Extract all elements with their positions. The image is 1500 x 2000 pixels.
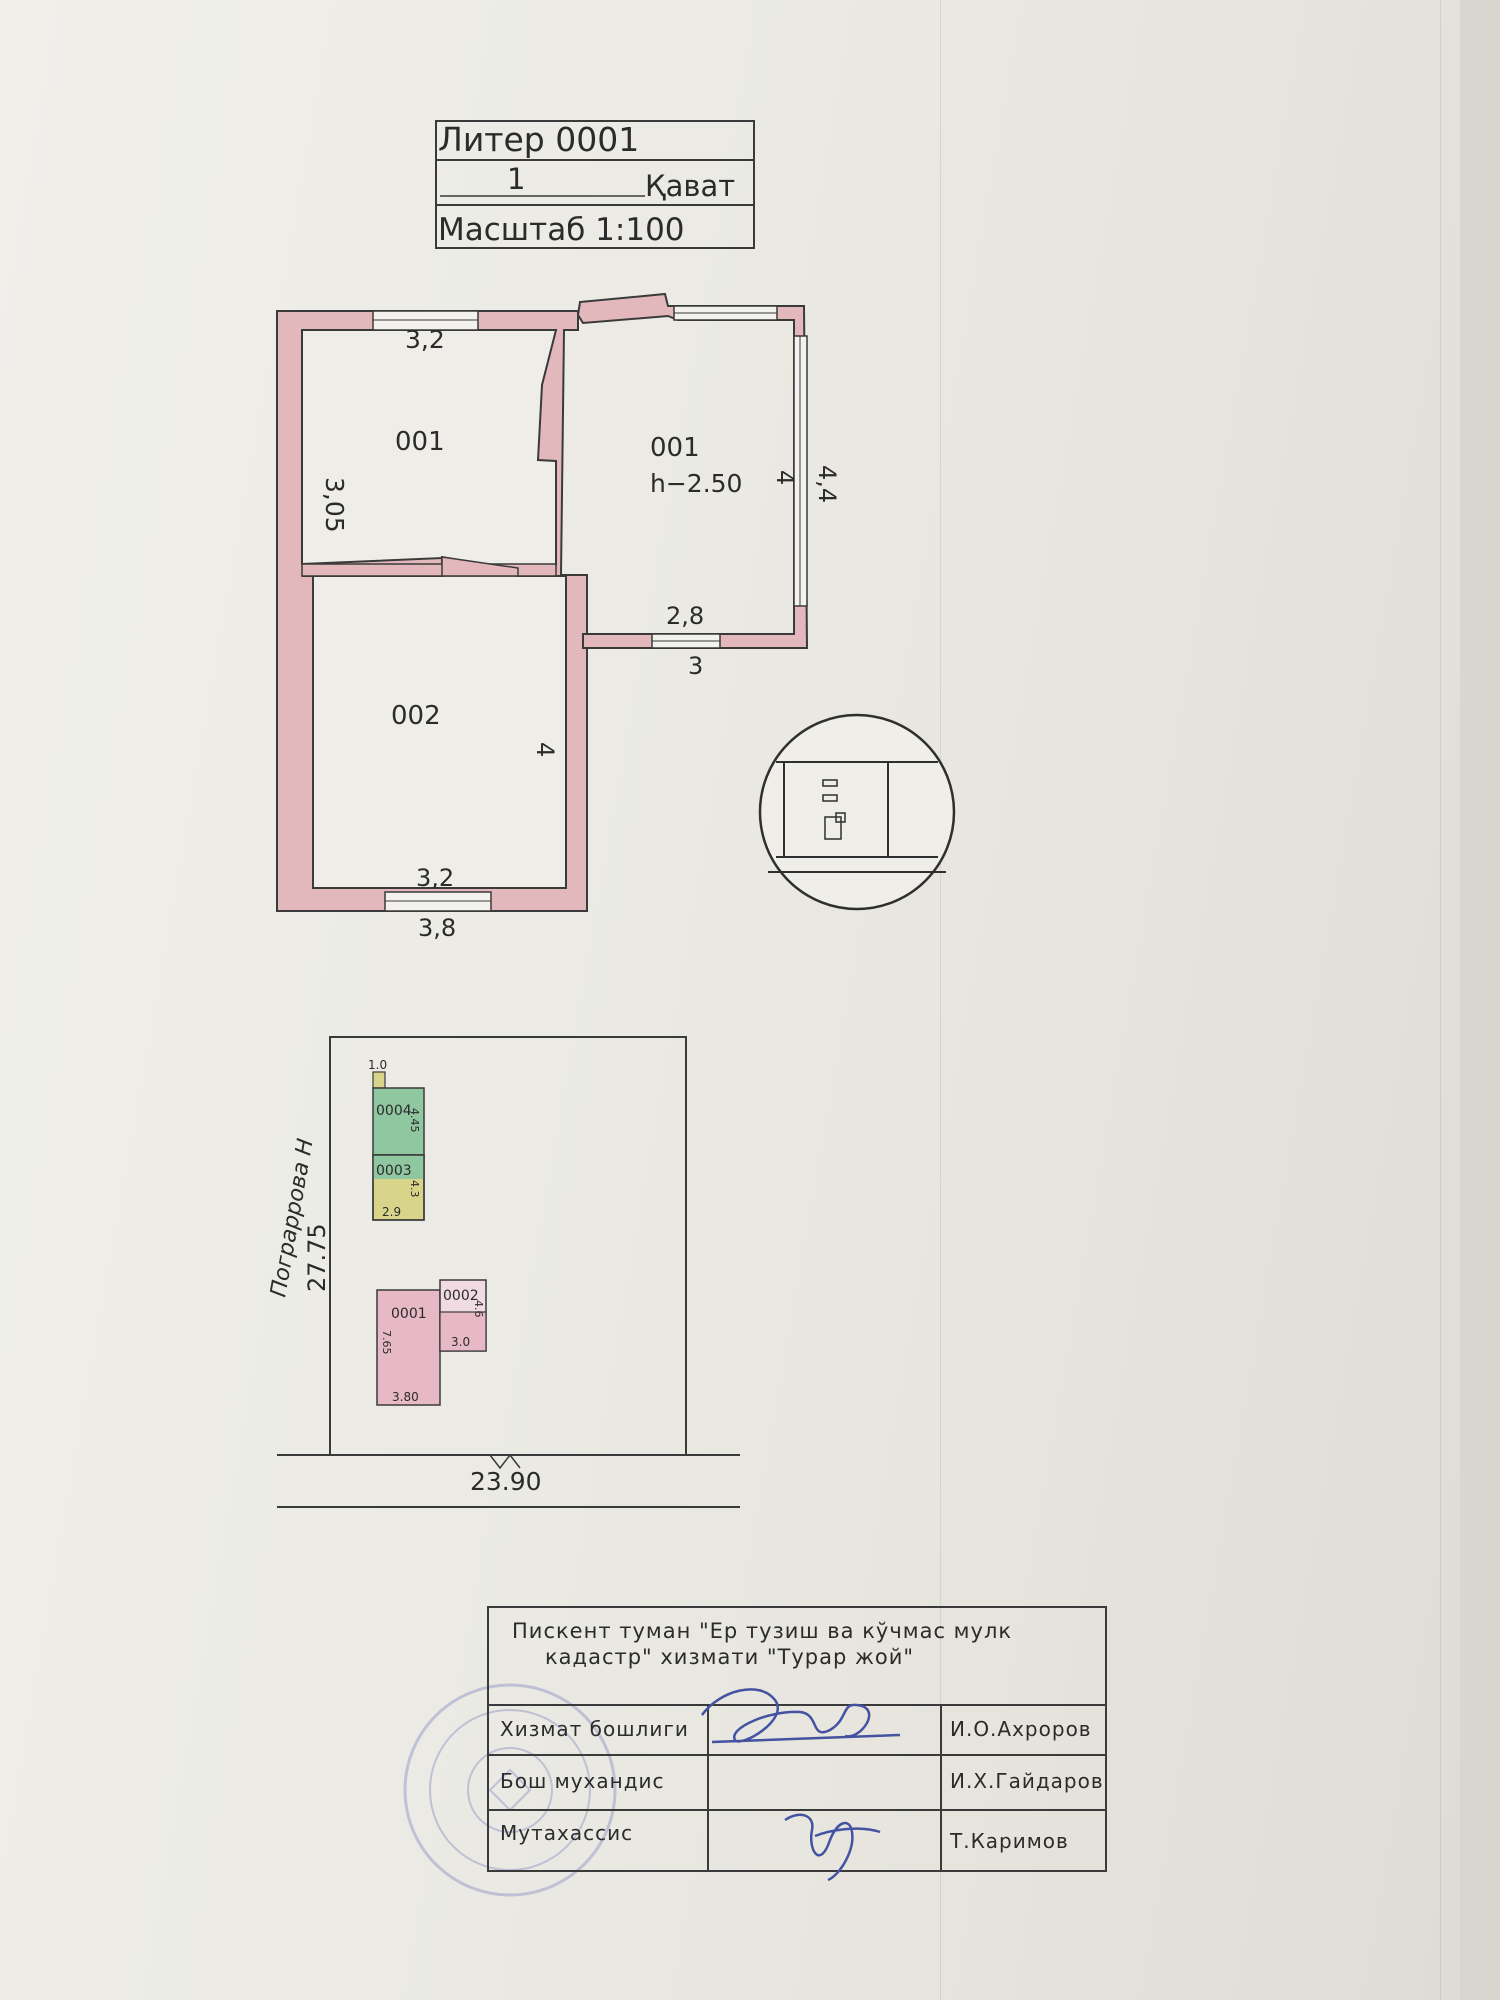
position-specialist: Мутахассис [500, 1821, 633, 1845]
building-0001-label: 0001 [391, 1306, 427, 1322]
scale-label: Масштаб 1:100 [438, 212, 685, 248]
building-0003-width: 2.9 [382, 1205, 401, 1219]
tiny-structure-label: 1.0 [368, 1058, 387, 1072]
room-b-outer-bottom-dim: 3 [688, 652, 703, 680]
signature-block: Пискент туман "Ер тузиш ва кўчмас мулк к… [487, 1606, 1107, 1882]
room-c-outer-bottom-dim: 3,8 [418, 914, 456, 942]
room-a-top-dim: 3,2 [405, 325, 445, 354]
building-0002-width: 3.0 [451, 1335, 470, 1349]
room-b-label: 001 [650, 433, 700, 463]
room-c-right-dim: 4 [531, 742, 559, 757]
name-specialist: Т.Каримов [949, 1829, 1069, 1853]
building-0004-dim: 4.45 [408, 1108, 421, 1133]
floor-number: 1 [507, 162, 525, 196]
building-0002-label: 0002 [443, 1288, 479, 1304]
building-0003-top-band [373, 1155, 424, 1179]
site-plan: 23.90 27.75 Пограррова Н 1.0 0004 4.45 0… [266, 1036, 740, 1508]
plot-width-label: 23.90 [470, 1467, 542, 1496]
building-0002-dim: 4.6 [472, 1300, 485, 1318]
building-0003-dim: 4.3 [408, 1180, 421, 1198]
door-opening-002 [441, 556, 519, 577]
room-c-inner-bottom-dim: 3,2 [416, 864, 454, 892]
room-c-label: 002 [391, 701, 441, 731]
floor-plan: 3,2 3,05 001 001 h−2.50 4 4,4 2,8 3 002 … [276, 292, 841, 942]
building-0004-label: 0004 [376, 1103, 412, 1119]
building-0001-dim: 7.65 [380, 1330, 393, 1355]
building-0003-label: 0003 [376, 1163, 412, 1179]
position-chief-engineer: Бош мухандис [500, 1769, 665, 1793]
name-chief-engineer: И.Х.Гайдаров [950, 1769, 1104, 1793]
stamp-header-line1: Пискент туман "Ер тузиш ва кўчмас мулк [512, 1619, 1012, 1643]
signature-specialist [784, 1813, 881, 1882]
paper-fold-line [940, 0, 941, 2000]
stamp-header-line2: кадастр" хизмати "Турар жой" [545, 1645, 914, 1669]
location-inset-circle [758, 713, 956, 911]
room-a-label: 001 [395, 427, 445, 457]
tiny-structure [372, 1071, 386, 1089]
room-001-left-floor [301, 329, 558, 566]
paper-edge-shadow [1440, 0, 1441, 2000]
liter-label: Литер 0001 [438, 120, 639, 159]
right-room-walls [576, 292, 809, 649]
name-head: И.О.Ахроров [950, 1717, 1092, 1741]
official-round-seal [403, 1683, 617, 1897]
break-mark [489, 1453, 521, 1470]
building-0004 [372, 1087, 425, 1156]
floor-label: Қават [645, 169, 735, 203]
room-b-inner-bottom-dim: 2,8 [666, 602, 704, 630]
position-head: Хизмат бошлиги [500, 1717, 689, 1741]
document-sheet [0, 0, 1460, 2000]
signature-head [700, 1688, 901, 1744]
building-0001-width: 3.80 [392, 1390, 419, 1404]
room-b-height: h−2.50 [650, 469, 742, 498]
room-b-inner-right-dim: 4 [771, 470, 799, 485]
title-block: Литер 0001 1 Қават Масштаб 1:100 [435, 120, 755, 249]
room-b-outer-right-dim: 4,4 [813, 465, 841, 503]
plot-side-label: 27.75 [303, 1223, 331, 1292]
building-0001 [376, 1289, 441, 1406]
room-a-left-dim: 3,05 [320, 477, 349, 533]
